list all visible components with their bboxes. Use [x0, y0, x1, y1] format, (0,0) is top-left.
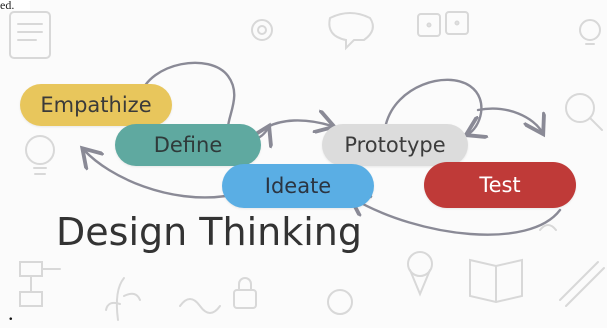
flowchart-icon — [19, 261, 61, 307]
dice-icon — [417, 11, 469, 37]
stage-empathize-label: Empathize — [40, 93, 152, 117]
stage-prototype: Prototype — [322, 124, 468, 166]
pencil-icon — [559, 261, 605, 307]
stage-ideate: Ideate — [222, 164, 374, 208]
caption-strip — [0, 0, 30, 10]
trailing-period: . — [8, 300, 14, 325]
book-icon — [469, 258, 523, 304]
ball-icon — [327, 289, 353, 315]
chat-bubble-icon — [328, 12, 374, 51]
stage-prototype-label: Prototype — [344, 133, 446, 157]
stage-test: Test — [424, 162, 576, 208]
arrow-define-back-to-empathize — [84, 150, 228, 199]
magnifier-icon — [565, 93, 603, 131]
arrow-define-prototype — [260, 120, 332, 130]
design-thinking-title: Design Thinking — [56, 210, 362, 254]
stage-empathize: Empathize — [20, 84, 172, 126]
ice-cream-icon — [407, 251, 433, 297]
notepad-icon — [9, 11, 51, 59]
gear-icon — [251, 19, 273, 41]
caption-fragment: ed. — [0, 0, 15, 12]
loop-arrow-prototype-test — [384, 78, 481, 134]
lock-icon — [233, 277, 257, 309]
arrow-to-test — [476, 107, 542, 132]
stage-test-label: Test — [479, 173, 521, 197]
arrow-test-to-ideate — [352, 198, 562, 236]
scribble-doodle — [179, 224, 557, 314]
lightbulb-icon — [25, 135, 55, 175]
plant-icon — [105, 277, 141, 321]
lightbulb-small-icon — [579, 19, 601, 45]
stage-ideate-label: Ideate — [264, 174, 332, 198]
stage-define: Define — [115, 124, 261, 166]
stage-define-label: Define — [153, 133, 223, 157]
